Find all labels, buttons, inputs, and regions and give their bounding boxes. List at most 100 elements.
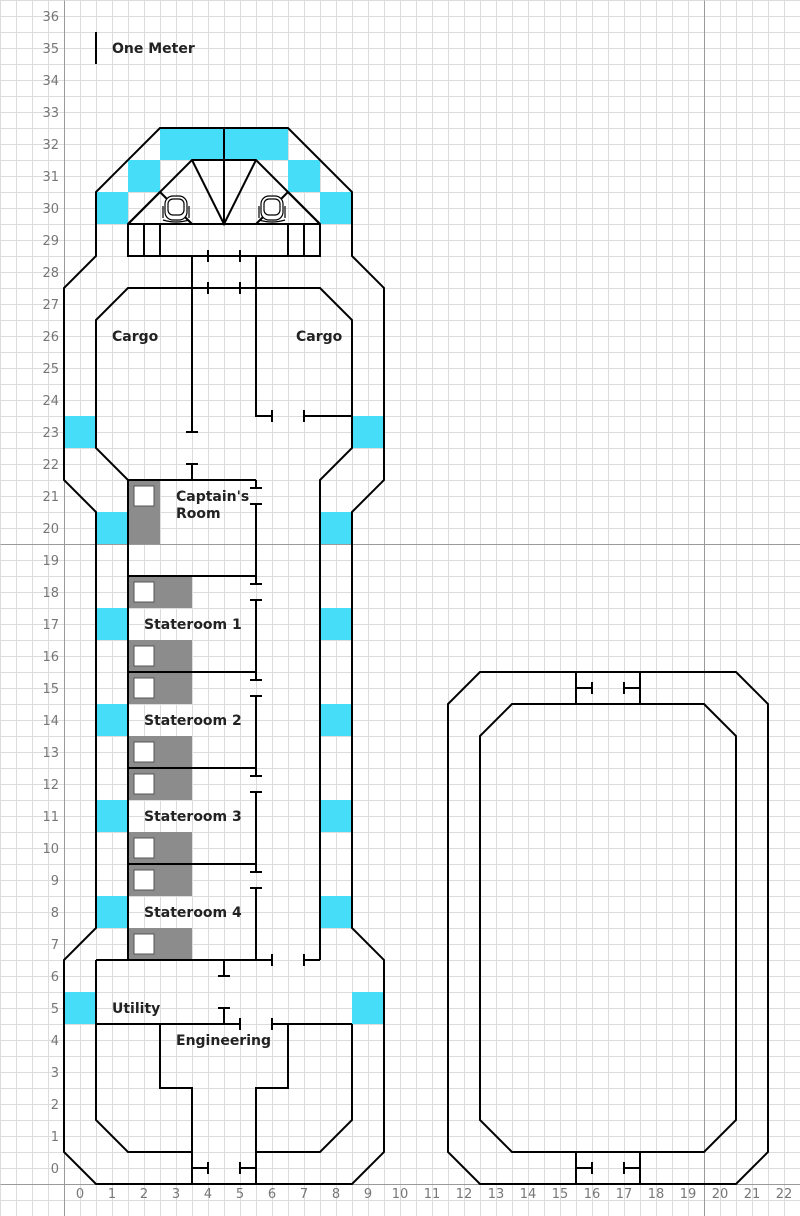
y-tick-label: 15 — [42, 682, 59, 697]
x-tick-label: 17 — [616, 1187, 633, 1202]
x-tick-label: 11 — [424, 1187, 441, 1202]
x-tick-label: 9 — [364, 1187, 372, 1202]
scale-label: One Meter — [112, 41, 195, 57]
x-tick-label: 2 — [140, 1187, 148, 1202]
y-tick-label: 19 — [42, 554, 59, 569]
y-tick-label: 23 — [42, 426, 59, 441]
x-tick-label: 19 — [680, 1187, 697, 1202]
x-tick-label: 7 — [300, 1187, 308, 1202]
room-label-cargo-left: Cargo — [112, 329, 159, 345]
door-icon[interactable] — [192, 250, 209, 262]
window-pane — [96, 896, 128, 928]
y-tick-label: 35 — [42, 42, 59, 57]
window-pane — [96, 800, 128, 832]
door-icon[interactable] — [186, 463, 198, 480]
window-pane — [96, 512, 128, 544]
y-tick-label: 33 — [42, 106, 59, 121]
chair-icon[interactable] — [258, 195, 286, 223]
y-tick-label: 31 — [42, 170, 59, 185]
y-tick-label: 0 — [51, 1162, 59, 1177]
door-icon[interactable] — [623, 1162, 640, 1174]
x-tick-label: 21 — [744, 1187, 761, 1202]
y-tick-label: 24 — [42, 394, 59, 409]
room-label-engineering: Engineering — [176, 1033, 271, 1049]
console-right — [287, 191, 321, 225]
x-tick-label: 5 — [236, 1187, 244, 1202]
y-tick-label: 6 — [51, 970, 59, 985]
y-tick-label: 27 — [42, 298, 59, 313]
pillow-icon — [133, 677, 155, 699]
x-tick-label: 22 — [776, 1187, 793, 1202]
pillow-icon — [133, 645, 155, 667]
y-tick-label: 3 — [51, 1066, 59, 1081]
cargo-right-divider — [255, 256, 272, 417]
window-pane — [192, 128, 224, 160]
y-tick-label: 14 — [42, 714, 59, 729]
room-label-captains-room: Captain's — [176, 489, 249, 505]
x-tick-label: 18 — [648, 1187, 665, 1202]
x-tick-label: 13 — [488, 1187, 505, 1202]
y-tick-label: 29 — [42, 234, 59, 249]
y-tick-label: 7 — [51, 938, 59, 953]
door-icon[interactable] — [192, 1162, 209, 1174]
chair-icon[interactable] — [162, 195, 190, 223]
deck-inner — [479, 703, 737, 1153]
door-icon[interactable] — [576, 1162, 593, 1174]
x-tick-label: 12 — [456, 1187, 473, 1202]
x-tick-label: 14 — [520, 1187, 537, 1202]
window-pane — [320, 608, 352, 640]
room-label-stateroom-3: Stateroom 3 — [144, 809, 242, 825]
y-tick-label: 12 — [42, 778, 59, 793]
window-pane — [96, 608, 128, 640]
pillow-icon — [133, 933, 155, 955]
engineering-wall-right — [255, 1024, 289, 1184]
door-icon[interactable] — [218, 960, 230, 977]
y-axis-labels: 0123456789101112131415161718192021222324… — [42, 10, 59, 1177]
door-icon[interactable] — [576, 682, 593, 694]
window-pane — [256, 128, 288, 160]
window-pane — [320, 896, 352, 928]
door-icon[interactable] — [239, 250, 256, 262]
y-tick-label: 30 — [42, 202, 59, 217]
second-deck — [447, 671, 769, 1185]
pillow-icon — [133, 485, 155, 507]
y-tick-label: 4 — [51, 1034, 59, 1049]
window-pane — [128, 160, 160, 192]
door-icon[interactable] — [239, 1162, 256, 1174]
window-pane — [352, 992, 384, 1024]
y-tick-label: 22 — [42, 458, 59, 473]
windows — [64, 128, 384, 1024]
y-tick-label: 17 — [42, 618, 59, 633]
y-tick-label: 32 — [42, 138, 59, 153]
x-tick-label: 1 — [108, 1187, 116, 1202]
x-tick-label: 8 — [332, 1187, 340, 1202]
y-tick-label: 1 — [51, 1130, 59, 1145]
y-tick-label: 20 — [42, 522, 59, 537]
room-label-stateroom-2: Stateroom 2 — [144, 713, 242, 729]
x-tick-label: 0 — [76, 1187, 84, 1202]
window-pane — [64, 416, 96, 448]
y-tick-label: 25 — [42, 362, 59, 377]
room-label-stateroom-1: Stateroom 1 — [144, 617, 242, 633]
scale-legend: One Meter — [95, 32, 195, 64]
engine-inner-wall-right — [256, 1024, 353, 1153]
engine-inner-wall — [95, 960, 192, 1153]
room-label-captains-room-2: Room — [176, 506, 221, 522]
doors — [186, 250, 305, 1174]
y-tick-label: 10 — [42, 842, 59, 857]
pillow-icon — [133, 837, 155, 859]
x-tick-label: 15 — [552, 1187, 569, 1202]
room-label-stateroom-4: Stateroom 4 — [144, 905, 242, 921]
window-pane — [320, 704, 352, 736]
x-tick-label: 16 — [584, 1187, 601, 1202]
door-icon[interactable] — [623, 682, 640, 694]
pillow-icon — [133, 869, 155, 891]
y-tick-label: 2 — [51, 1098, 59, 1113]
window-pane — [352, 416, 384, 448]
window-pane — [320, 800, 352, 832]
window-pane — [96, 192, 128, 224]
window-pane — [160, 128, 192, 160]
room-label-utility: Utility — [112, 1001, 160, 1017]
